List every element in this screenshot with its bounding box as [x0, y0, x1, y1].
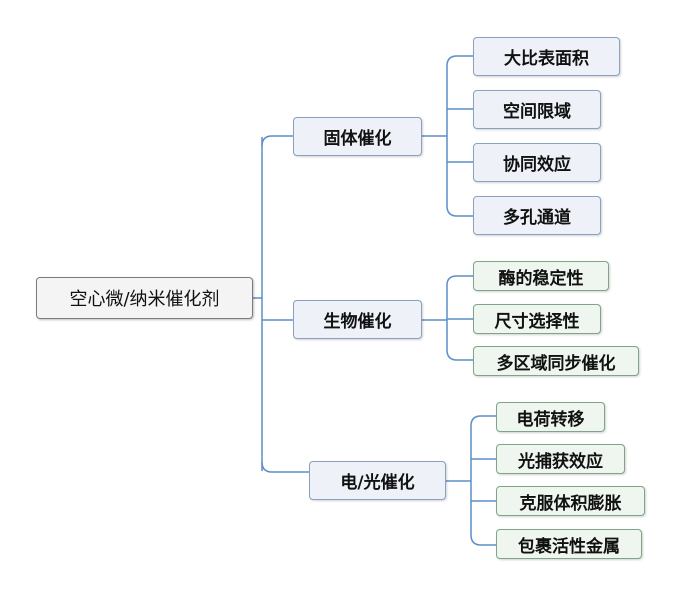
leaf-node[interactable]: 酶的稳定性: [473, 261, 609, 291]
leaf-node[interactable]: 多区域同步催化: [473, 346, 639, 376]
leaf-node[interactable]: 多孔通道: [473, 196, 601, 235]
branch-node-solid-catalysis[interactable]: 固体催化: [293, 117, 422, 156]
leaf-node[interactable]: 光捕获效应: [496, 444, 625, 474]
leaf-node[interactable]: 包裹活性金属: [496, 529, 642, 559]
leaf-node[interactable]: 克服体积膨胀: [496, 486, 645, 516]
leaf-node[interactable]: 电荷转移: [496, 402, 605, 432]
leaf-node[interactable]: 空间限域: [473, 90, 601, 129]
leaf-node[interactable]: 大比表面积: [473, 37, 620, 76]
branch-node-bio-catalysis[interactable]: 生物催化: [293, 300, 422, 339]
root-node[interactable]: 空心微/纳米催化剂: [36, 277, 253, 319]
leaf-node[interactable]: 协同效应: [473, 143, 601, 182]
branch-node-electro-photo-catalysis[interactable]: 电/光催化: [309, 461, 446, 500]
leaf-node[interactable]: 尺寸选择性: [473, 304, 601, 334]
